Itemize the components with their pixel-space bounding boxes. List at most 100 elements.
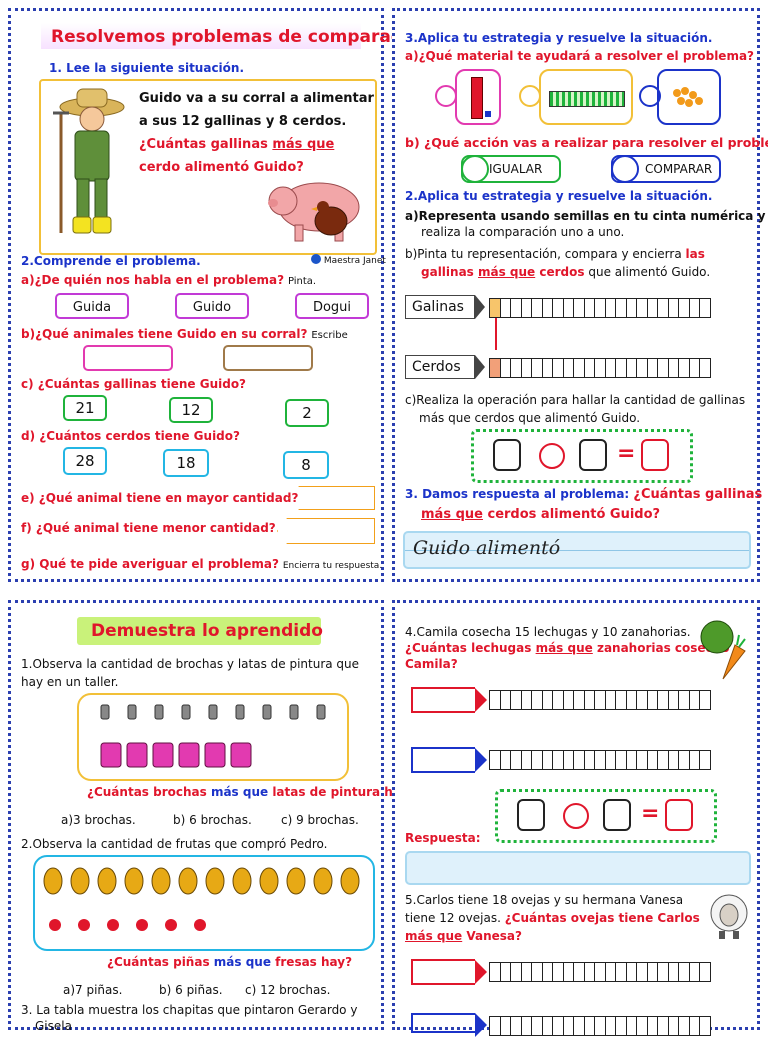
option-dogui[interactable]: Dogui <box>295 293 369 319</box>
q4-result-box[interactable] <box>665 799 693 831</box>
carlos-sheep-tag[interactable] <box>411 959 475 985</box>
mas-que-word: más que <box>478 265 536 279</box>
question-b-note: Escribe <box>311 330 348 341</box>
operand-box-2[interactable] <box>579 439 607 471</box>
story-line-3: ¿Cuántas gallinas más que <box>139 137 334 153</box>
hens-number-strip[interactable] <box>489 298 711 318</box>
hens-tag-arrow <box>475 295 485 319</box>
hens-option-2[interactable]: 2 <box>285 399 329 427</box>
worksheet-card-1: Resolvemos problemas de comparación 1 1.… <box>8 8 448 582</box>
pigs-tag: Cerdos <box>405 355 475 379</box>
question-g-text: g) Qué te pide averiguar el problema? <box>21 557 279 571</box>
material-option-1-circle[interactable] <box>435 85 457 107</box>
option-guido[interactable]: Guido <box>175 293 249 319</box>
question-c: c) ¿Cuántas gallinas tiene Guido? <box>21 377 247 391</box>
q5-question-end: Vanesa? <box>462 929 522 943</box>
q5-question: ¿Cuántas ovejas tiene Carlos <box>504 911 700 925</box>
operator-circle[interactable] <box>539 443 565 469</box>
hens-option-12[interactable]: 12 <box>169 397 213 423</box>
fruit-illustration <box>43 867 360 931</box>
q5-line-1: 5.Carlos tiene 18 ovejas y su hermana Va… <box>405 893 684 907</box>
q4-answer-line[interactable] <box>405 851 751 885</box>
q1-question-text: ¿Cuántas brochas <box>87 785 211 799</box>
facebook-icon <box>311 254 321 264</box>
answer-box-e[interactable] <box>289 486 375 510</box>
comparar-circle[interactable] <box>611 155 639 183</box>
q1-option-b[interactable]: b) 6 brochas. <box>173 813 252 827</box>
question-g-note: Encierra tu respuesta. <box>282 561 383 571</box>
hens-option-21[interactable]: 21 <box>63 395 107 421</box>
answer-starter: Guido alimentó <box>413 537 561 559</box>
instruction-a-2: realiza la comparación uno a uno. <box>421 225 625 239</box>
instruction-c-2: más que cerdos que alimentó Guido. <box>419 411 641 425</box>
q1-question: ¿Cuántas brochas más que latas de pintur… <box>87 785 415 800</box>
igualar-circle[interactable] <box>461 155 489 183</box>
animal-answer-box-1[interactable] <box>83 345 173 371</box>
q1-option-a[interactable]: a)3 brochas. <box>61 813 136 827</box>
pigs-option-28[interactable]: 28 <box>63 447 107 475</box>
lettuce-number-strip[interactable] <box>489 690 711 710</box>
pigs-tag-arrow <box>475 355 485 379</box>
q2-option-a[interactable]: a)7 piñas. <box>63 983 123 997</box>
vanesa-number-strip[interactable] <box>489 1016 711 1036</box>
pigs-word: cerdos <box>535 265 585 279</box>
lettuce-tag[interactable] <box>411 687 475 713</box>
q4-operator-circle[interactable] <box>563 803 589 829</box>
q4-equation-frame <box>495 789 717 843</box>
material-option-3-circle[interactable] <box>639 85 661 107</box>
answer-mas-que: más que <box>421 507 483 522</box>
option-guida[interactable]: Guida <box>55 293 129 319</box>
q4-operand-box-2[interactable] <box>603 799 631 831</box>
q4-question: ¿Cuántas lechugas <box>405 641 536 655</box>
worksheet-card-4: 4.Camila cosecha 15 lechugas y 10 zanaho… <box>392 600 760 1037</box>
title-ribbon <box>77 617 321 645</box>
q1-question-end: latas de pintura hay? <box>268 785 416 799</box>
pigs-option-18[interactable]: 18 <box>163 449 209 477</box>
q5-count: tiene 12 ovejas. <box>405 911 505 925</box>
result-box[interactable] <box>641 439 669 471</box>
operand-box-1[interactable] <box>493 439 521 471</box>
action-question: b) ¿Qué acción vas a realizar para resol… <box>405 135 768 150</box>
equation-frame <box>471 429 693 483</box>
comparar-option[interactable]: COMPARAR <box>611 155 721 183</box>
material-option-2-circle[interactable] <box>519 85 541 107</box>
q2-option-c[interactable]: c) 12 brochas. <box>245 983 331 997</box>
carlos-number-strip[interactable] <box>489 962 711 982</box>
instruction-b: b)Pinta tu representación, compara y enc… <box>405 247 705 262</box>
material-option-3[interactable] <box>657 69 721 125</box>
strategy-heading: 3.Aplica tu estrategia y resuelve la sit… <box>405 31 713 45</box>
carrot-tag[interactable] <box>411 747 475 773</box>
instruction-b-highlight: las <box>685 247 705 261</box>
carrot-number-strip[interactable] <box>489 750 711 770</box>
q2-question: ¿Cuántas piñas más que fresas hay? <box>107 955 352 970</box>
farmer-illustration <box>53 88 125 234</box>
strategy-heading-2: 2.Aplica tu estrategia y resuelve la sit… <box>405 189 713 203</box>
q4-line-3: Camila? <box>405 657 458 671</box>
story-line-2: a sus 12 gallinas y 8 cerdos. <box>139 114 347 129</box>
q4-line-2: ¿Cuántas lechugas más que zanahorias cos… <box>405 641 729 656</box>
lettuce-tag-arrow <box>475 688 487 712</box>
vanesa-sheep-tag[interactable] <box>411 1013 475 1033</box>
q3-line-2: Gisela <box>35 1019 72 1033</box>
q1-option-c[interactable]: c) 9 brochas. <box>281 813 359 827</box>
pigs-number-strip[interactable] <box>489 358 711 378</box>
animal-answer-box-2[interactable] <box>223 345 313 371</box>
igualar-option[interactable]: IGUALAR <box>461 155 561 183</box>
question-e: e) ¿Qué animal tiene en mayor cantidad? <box>21 491 299 505</box>
q2-option-b[interactable]: b) 6 piñas. <box>159 983 223 997</box>
brushes-cans-frame <box>77 693 349 781</box>
material-option-2[interactable] <box>539 69 633 125</box>
instruction-b-text: b)Pinta tu representación, compara y enc… <box>405 247 686 261</box>
story-frame <box>39 79 377 255</box>
q4-response-label: Respuesta: <box>405 831 481 845</box>
sheep-icon <box>710 894 748 939</box>
carrot-tag-arrow <box>475 748 487 772</box>
q4-operand-box-1[interactable] <box>517 799 545 831</box>
question-f: f) ¿Qué animal tiene menor cantidad? <box>21 521 276 535</box>
q5-mas-que: más que <box>405 929 463 943</box>
story-line-1: Guido va a su corral a alimentar <box>139 91 374 106</box>
ruler-icon <box>471 77 483 119</box>
material-option-1[interactable] <box>455 69 501 125</box>
answer-box-f[interactable] <box>277 518 375 544</box>
pigs-option-8[interactable]: 8 <box>283 451 329 479</box>
